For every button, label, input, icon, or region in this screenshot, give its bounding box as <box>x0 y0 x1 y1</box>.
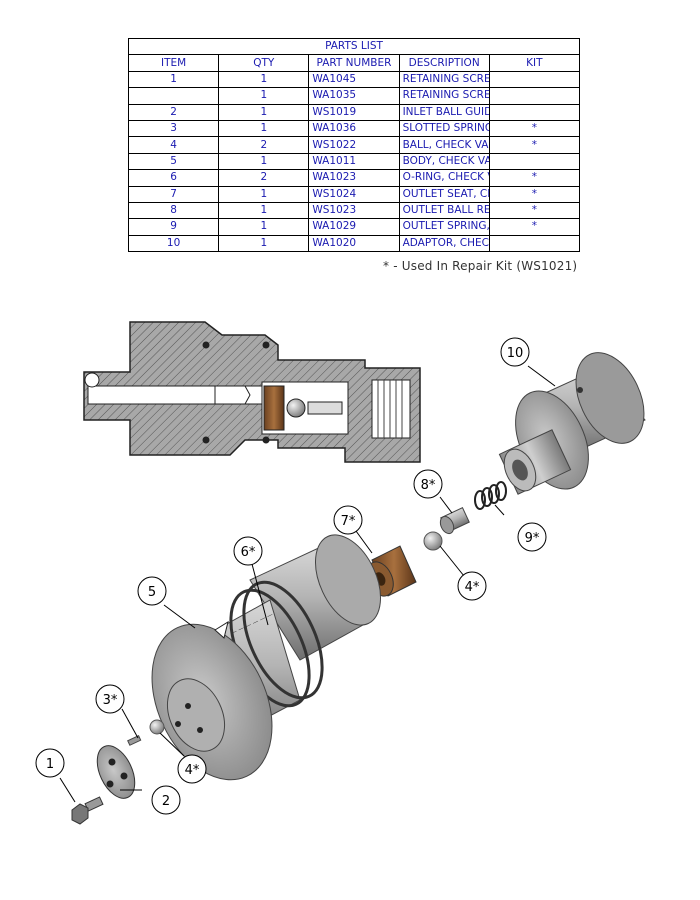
callout-4-lower: 4* <box>177 754 207 784</box>
svg-text:5: 5 <box>148 585 156 600</box>
leader-lines <box>59 365 556 803</box>
table-row: 10 1 WA1020 ADAPTOR, CHECK VALVE <box>127 234 581 253</box>
section-oring-bottom2 <box>262 436 270 444</box>
section-oring-top <box>202 341 210 349</box>
callout-5: 5 <box>137 576 167 606</box>
svg-text:2: 2 <box>162 794 170 809</box>
callout-9: 9* <box>517 522 547 552</box>
svg-text:1: 1 <box>46 757 54 772</box>
svg-text:8*: 8* <box>421 478 436 493</box>
outlet-seat-part <box>366 545 417 597</box>
retaining-screw-part <box>71 796 104 825</box>
table-row: 8 1 WS1023 OUTLET BALL RETAINER, CHECK V… <box>127 201 581 220</box>
callout-2: 2 <box>151 785 181 815</box>
svg-text:4*: 4* <box>185 763 200 778</box>
table-row: 9 1 WA1029 OUTLET SPRING, CHECK VALVE * <box>127 218 581 236</box>
table-row: 6 2 WA1023 O-RING, CHECK VALVE * <box>127 169 581 187</box>
cell-part-number: WA1045 <box>308 70 400 89</box>
callout-8: 8* <box>413 469 443 499</box>
header-description: DESCRIPTION <box>398 54 490 72</box>
cell-description: OUTLET SPRING, CHECK VALVE <box>398 218 490 236</box>
table-row: 1 WA1035 RETAINING SCREW, CHECK VALVE, B… <box>127 87 581 105</box>
svg-text:3*: 3* <box>103 693 118 708</box>
cell-part-number: WS1022 <box>308 136 400 154</box>
svg-text:4*: 4* <box>465 580 480 595</box>
valve-body-part: — — — — — — <box>151 534 381 781</box>
cell-part-number: WA1023 <box>308 169 400 187</box>
cell-part-number: WS1023 <box>308 201 400 220</box>
ball-lower-part <box>149 719 165 735</box>
callout-10: 10 <box>500 337 530 367</box>
spring-part <box>474 481 507 510</box>
section-view <box>83 321 421 463</box>
repair-kit-footnote: * - Used In Repair Kit (WS1021) <box>383 259 578 273</box>
section-seat <box>263 385 285 431</box>
section-oring-bottom <box>202 436 210 444</box>
cell-item: 10 <box>127 234 220 253</box>
table-row: 2 1 WS1019 INLET BALL GUIDE, CHECK VALVE <box>127 103 581 121</box>
callout-4-upper: 4* <box>457 571 487 601</box>
svg-text:9*: 9* <box>525 531 540 546</box>
cell-description: ADAPTOR, CHECK VALVE <box>398 234 490 253</box>
cell-description: RETAINING SCREW, CHECK VALVE, HEX HEAD, … <box>398 70 490 89</box>
section-thread-lines <box>377 380 403 438</box>
callout-1: 1 <box>35 748 65 778</box>
table-row: 5 1 WA1011 BODY, CHECK VALVE <box>127 152 581 171</box>
cell-description: OUTLET BALL RETAINER, CHECK VALVE <box>398 201 490 220</box>
ball-upper-part <box>423 531 443 551</box>
inlet-ball-guide-part <box>96 745 136 799</box>
svg-text:7*: 7* <box>341 514 356 529</box>
cell-description: SLOTTED SPRING PIN, CHECK VALVE BODY <box>398 119 490 138</box>
cell-description: BALL, CHECK VALVE <box>398 136 490 154</box>
callout-7: 7* <box>333 505 363 535</box>
cell-kit <box>488 234 581 253</box>
section-ball <box>286 398 306 418</box>
section-oring-top2 <box>262 341 270 349</box>
parts-list-table: PARTS LIST ITEM QTY PART NUMBER DESCRIPT… <box>127 37 581 253</box>
cell-part-number: WA1020 <box>308 234 400 253</box>
callout-3: 3* <box>95 684 125 714</box>
svg-text:10: 10 <box>507 346 524 361</box>
table-row: 4 2 WS1022 BALL, CHECK VALVE * <box>127 136 581 154</box>
spring-pin-part <box>127 734 142 746</box>
callout-6: 6* <box>233 536 263 566</box>
adaptor-part <box>498 352 646 495</box>
table-row: 3 1 WA1036 SLOTTED SPRING PIN, CHECK VAL… <box>127 119 581 138</box>
cell-description: BODY, CHECK VALVE <box>398 152 490 171</box>
svg-text:6*: 6* <box>241 545 256 560</box>
section-pin <box>84 372 100 388</box>
ball-retainer-part <box>439 507 470 535</box>
section-spring <box>307 401 343 415</box>
section-cone <box>214 385 251 405</box>
